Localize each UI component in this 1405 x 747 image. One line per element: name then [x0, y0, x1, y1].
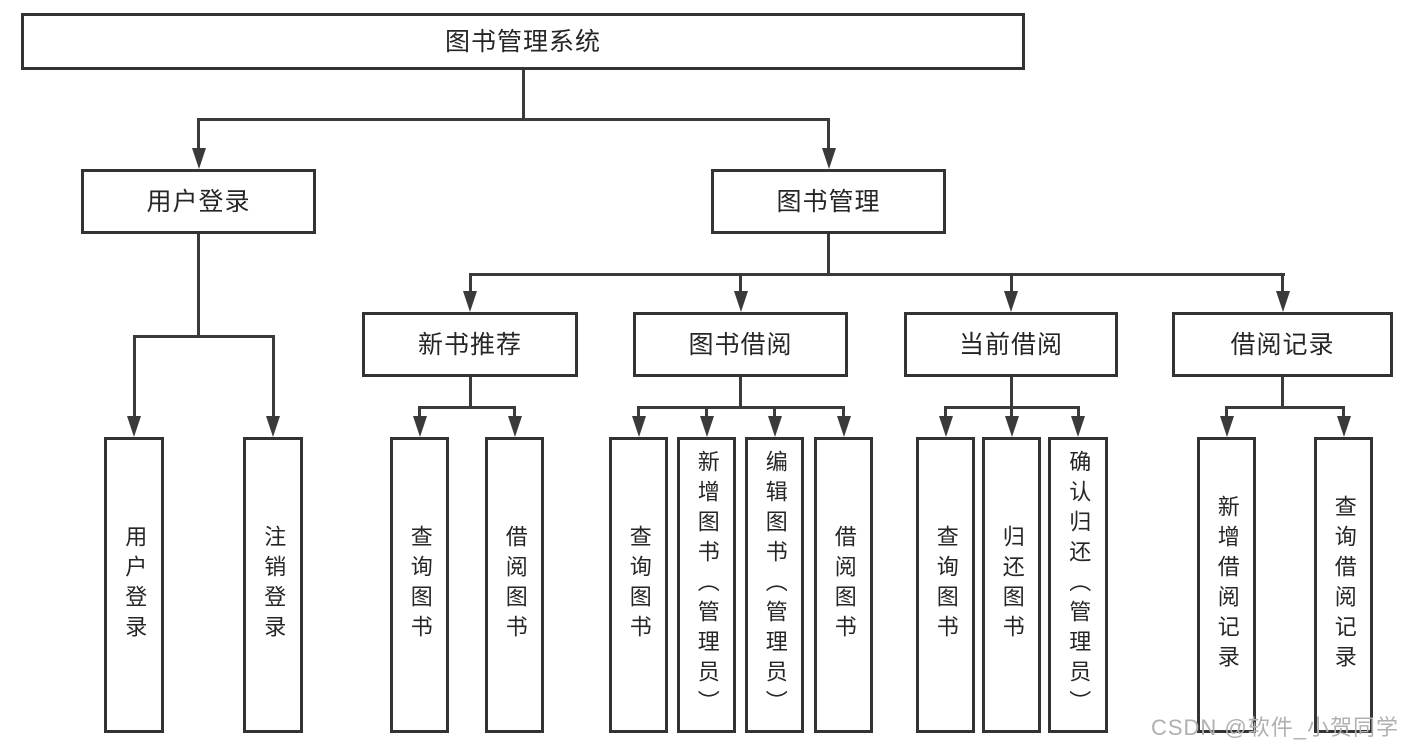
- connector-branch-book-management: [469, 273, 1285, 276]
- node-box-query-borrow-record: 查询借阅记录: [1314, 437, 1373, 733]
- node-label-add-borrow-record: 新增借阅记录: [1214, 495, 1240, 675]
- connector-branch-new-book-recommend: [418, 406, 516, 409]
- node-label-book-management: 图书管理: [776, 187, 881, 216]
- connector-drop-edit-books-admin: [773, 406, 776, 419]
- connector-arrow-query-borrow-record: [1337, 416, 1351, 437]
- node-box-user-login-leaf: 用户登录: [104, 437, 164, 733]
- connector-drop-new-book-recommend: [469, 273, 472, 294]
- node-box-library-management-system: 图书管理系统: [21, 13, 1025, 70]
- node-label-query-books-recommend: 查询图书: [407, 525, 433, 645]
- node-box-current-borrowing: 当前借阅: [904, 312, 1118, 377]
- connector-drop-query-books-recommend: [418, 406, 421, 419]
- node-label-book-borrowing: 图书借阅: [688, 330, 793, 359]
- connector-drop-borrow-books-recommend: [513, 406, 516, 419]
- node-box-edit-books-admin: 编辑图书（管理员）: [745, 437, 804, 733]
- connector-branch-user-login: [133, 335, 275, 338]
- connector-arrow-logout-leaf: [266, 416, 280, 437]
- node-label-current-borrowing: 当前借阅: [958, 330, 1063, 359]
- connector-branch-book-borrowing: [637, 406, 845, 409]
- connector-drop-user-login: [197, 118, 200, 151]
- node-label-borrowing-records: 借阅记录: [1230, 330, 1335, 359]
- node-label-borrow-books-recommend: 借阅图书: [502, 525, 528, 645]
- node-label-user-login-leaf: 用户登录: [122, 525, 148, 645]
- connector-branch-library-management-system: [197, 118, 830, 121]
- node-box-user-login: 用户登录: [81, 169, 316, 234]
- connector-drop-add-borrow-record: [1225, 406, 1228, 419]
- node-label-new-book-recommend: 新书推荐: [417, 330, 522, 359]
- connector-branch-borrowing-records: [1225, 406, 1345, 409]
- connector-arrow-add-borrow-record: [1220, 416, 1234, 437]
- connector-arrow-user-login-leaf: [127, 416, 141, 437]
- connector-stub-borrowing-records: [1281, 377, 1284, 409]
- node-box-logout-leaf: 注销登录: [243, 437, 303, 733]
- node-box-borrowing-records: 借阅记录: [1172, 312, 1393, 377]
- connector-arrow-return-books: [1005, 416, 1019, 437]
- connector-stub-book-borrowing: [739, 377, 742, 409]
- connector-drop-query-books-borrowing: [637, 406, 640, 419]
- connector-drop-book-management: [827, 118, 830, 151]
- node-label-query-books-borrowing: 查询图书: [626, 525, 652, 645]
- connector-arrow-borrow-books-recommend: [508, 416, 522, 437]
- connector-drop-add-books-admin: [705, 406, 708, 419]
- connector-arrow-query-books-current: [939, 416, 953, 437]
- connector-drop-confirm-return-admin: [1077, 406, 1080, 419]
- connector-arrow-borrow-books-leaf: [837, 416, 851, 437]
- connector-arrow-book-management: [822, 148, 836, 169]
- connector-drop-return-books: [1010, 406, 1013, 419]
- node-box-query-books-borrowing: 查询图书: [609, 437, 668, 733]
- node-label-add-books-admin: 新增图书（管理员）: [694, 450, 720, 720]
- connector-drop-current-borrowing: [1010, 273, 1013, 294]
- connector-arrow-query-books-recommend: [413, 416, 427, 437]
- node-label-logout-leaf: 注销登录: [261, 525, 287, 645]
- connector-drop-logout-leaf: [272, 335, 275, 419]
- node-label-edit-books-admin: 编辑图书（管理员）: [762, 450, 788, 720]
- node-box-borrow-books-recommend: 借阅图书: [485, 437, 544, 733]
- connector-stub-book-management: [827, 234, 830, 276]
- node-box-confirm-return-admin: 确认归还（管理员）: [1048, 437, 1108, 733]
- connector-stub-current-borrowing: [1010, 377, 1013, 409]
- node-label-query-books-current: 查询图书: [933, 525, 959, 645]
- node-box-book-borrowing: 图书借阅: [633, 312, 848, 377]
- node-label-query-borrow-record: 查询借阅记录: [1331, 495, 1357, 675]
- node-label-return-books: 归还图书: [999, 525, 1025, 645]
- node-box-add-borrow-record: 新增借阅记录: [1197, 437, 1256, 733]
- csdn-watermark: CSDN @软件_小贺同学: [1150, 715, 1399, 740]
- connector-arrow-add-books-admin: [700, 416, 714, 437]
- node-box-add-books-admin: 新增图书（管理员）: [677, 437, 736, 733]
- connector-drop-borrowing-records: [1281, 273, 1284, 294]
- connector-stub-new-book-recommend: [469, 377, 472, 409]
- connector-stub-user-login: [197, 234, 200, 338]
- node-label-borrow-books-leaf: 借阅图书: [831, 525, 857, 645]
- connector-arrow-borrowing-records: [1276, 291, 1290, 312]
- connector-drop-borrow-books-leaf: [842, 406, 845, 419]
- connector-arrow-new-book-recommend: [463, 291, 477, 312]
- connector-arrow-query-books-borrowing: [632, 416, 646, 437]
- node-box-borrow-books-leaf: 借阅图书: [814, 437, 873, 733]
- node-label-library-management-system: 图书管理系统: [444, 27, 601, 56]
- node-label-user-login: 用户登录: [146, 187, 251, 216]
- connector-arrow-confirm-return-admin: [1071, 416, 1085, 437]
- node-box-book-management: 图书管理: [711, 169, 946, 234]
- connector-drop-user-login-leaf: [133, 335, 136, 419]
- node-box-query-books-current: 查询图书: [916, 437, 975, 733]
- connector-arrow-book-borrowing: [734, 291, 748, 312]
- node-box-new-book-recommend: 新书推荐: [362, 312, 578, 377]
- node-label-confirm-return-admin: 确认归还（管理员）: [1066, 450, 1092, 720]
- connector-stub-library-management-system: [522, 70, 525, 121]
- connector-arrow-current-borrowing: [1004, 291, 1018, 312]
- connector-drop-query-books-current: [944, 406, 947, 419]
- connector-drop-book-borrowing: [739, 273, 742, 294]
- node-box-query-books-recommend: 查询图书: [390, 437, 449, 733]
- connector-arrow-edit-books-admin: [768, 416, 782, 437]
- connector-drop-query-borrow-record: [1342, 406, 1345, 419]
- connector-arrow-user-login: [192, 148, 206, 169]
- node-box-return-books: 归还图书: [982, 437, 1041, 733]
